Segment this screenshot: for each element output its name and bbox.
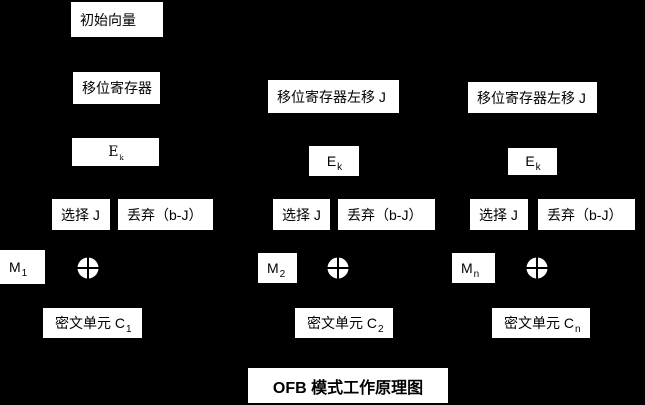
c2-base: 密文单元 C bbox=[307, 314, 377, 331]
ciphertext-cn-label: 密文单元 Cn bbox=[504, 314, 581, 335]
shift-register-left-box-2: 移位寄存器左移 J bbox=[268, 80, 399, 113]
discard-label-2: 丢弃（b-J） bbox=[347, 206, 423, 223]
select-j-box-3: 选择 J bbox=[470, 199, 528, 230]
c1-sub: 1 bbox=[126, 323, 132, 335]
discard-box-2: 丢弃（b-J） bbox=[338, 199, 435, 230]
ciphertext-c1-box: 密文单元 C1 bbox=[43, 308, 142, 338]
m1-sub: 1 bbox=[21, 267, 28, 279]
ek-sub-1: k bbox=[119, 154, 124, 162]
message-mn-label: Mn bbox=[461, 259, 479, 280]
message-m2-box: M2 bbox=[258, 253, 297, 283]
ciphertext-cn-box: 密文单元 Cn bbox=[492, 308, 590, 338]
ek-base-1: E bbox=[108, 144, 119, 160]
m1-base: M bbox=[9, 258, 21, 275]
encrypt-ek-box-3: Ek bbox=[508, 148, 557, 175]
cn-sub: n bbox=[575, 323, 581, 335]
encrypt-ek-box-1: Ek bbox=[72, 138, 159, 166]
initial-vector-box: 初始向量 bbox=[71, 2, 163, 37]
xor-icon-3 bbox=[526, 257, 548, 279]
select-j-box-1: 选择 J bbox=[52, 199, 110, 230]
ek-sub-2: k bbox=[337, 161, 343, 173]
xor-icon-2 bbox=[327, 257, 349, 279]
ek-sub-3: k bbox=[535, 162, 541, 173]
ciphertext-c2-label: 密文单元 C2 bbox=[307, 314, 384, 335]
encrypt-ek-label-2: Ek bbox=[326, 152, 342, 173]
mn-base: M bbox=[461, 259, 473, 276]
c1-base: 密文单元 C bbox=[55, 314, 125, 331]
m2-sub: 2 bbox=[279, 268, 286, 280]
diagram-title: OFB 模式工作原理图 bbox=[272, 379, 424, 397]
select-j-box-2: 选择 J bbox=[273, 199, 330, 230]
shift-register-left-label-2: 移位寄存器左移 J bbox=[277, 88, 386, 105]
initial-vector-label: 初始向量 bbox=[80, 11, 136, 28]
ek-base-3: E bbox=[525, 153, 535, 169]
ciphertext-c1-label: 密文单元 C1 bbox=[55, 314, 132, 335]
shift-register-left-label-3: 移位寄存器左移 J bbox=[477, 89, 586, 106]
m2-base: M bbox=[267, 259, 279, 276]
ek-base-2: E bbox=[326, 152, 337, 169]
select-j-label-3: 选择 J bbox=[479, 206, 518, 223]
ciphertext-c2-box: 密文单元 C2 bbox=[295, 308, 393, 338]
shift-register-left-box-3: 移位寄存器左移 J bbox=[468, 82, 597, 113]
shift-register-box-1: 移位寄存器 bbox=[73, 72, 160, 104]
shift-register-label-1: 移位寄存器 bbox=[82, 80, 152, 96]
message-mn-box: Mn bbox=[452, 253, 495, 283]
encrypt-ek-label-3: Ek bbox=[525, 153, 540, 173]
message-m1-label: M1 bbox=[9, 258, 27, 279]
cn-base: 密文单元 C bbox=[504, 314, 574, 331]
xor-icon-1 bbox=[77, 257, 99, 279]
select-j-label-2: 选择 J bbox=[282, 206, 321, 223]
message-m1-box: M1 bbox=[0, 250, 45, 284]
mn-sub: n bbox=[473, 268, 480, 280]
discard-label-1: 丢弃（b-J） bbox=[127, 206, 203, 223]
c2-sub: 2 bbox=[378, 323, 384, 335]
encrypt-ek-box-2: Ek bbox=[309, 146, 359, 176]
select-j-label-1: 选择 J bbox=[61, 206, 100, 223]
diagram-title-box: OFB 模式工作原理图 bbox=[248, 368, 448, 403]
discard-label-3: 丢弃（b-J） bbox=[547, 206, 623, 223]
discard-box-1: 丢弃（b-J） bbox=[118, 199, 213, 230]
discard-box-3: 丢弃（b-J） bbox=[538, 199, 635, 230]
encrypt-ek-label-1: Ek bbox=[108, 144, 124, 162]
message-m2-label: M2 bbox=[267, 259, 285, 280]
